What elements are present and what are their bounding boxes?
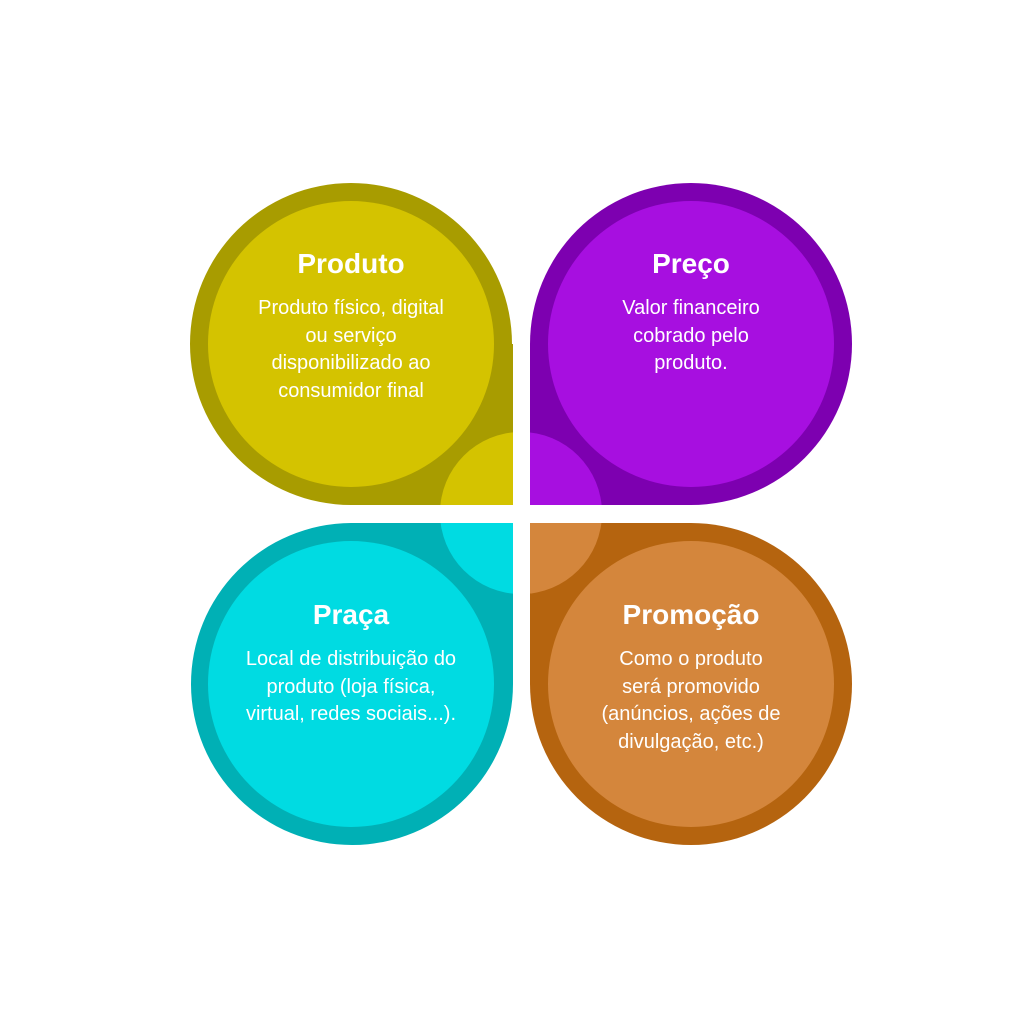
promocao-text: Promoção Como o produto será promovido (… (561, 598, 821, 756)
preco-text: Preço Valor financeiro cobrado pelo prod… (561, 247, 821, 378)
praca-title: Praça (312, 599, 390, 630)
produto-description: Produto físico, digital ou serviço dispo… (258, 297, 444, 402)
produto-title: Produto (297, 248, 405, 279)
preco-description: Valor financeiro cobrado pelo produto. (622, 297, 760, 374)
praca-description: Local de distribuição do produto (loja f… (245, 648, 457, 725)
produto-text: Produto Produto físico, digital ou servi… (221, 247, 481, 405)
praca-text: Praça Local de distribuição do produto (… (221, 598, 481, 729)
preco-title: Preço (652, 248, 730, 279)
promocao-title: Promoção (622, 599, 760, 630)
promocao-description: Como o produto será promovido (anúncios,… (601, 648, 781, 753)
